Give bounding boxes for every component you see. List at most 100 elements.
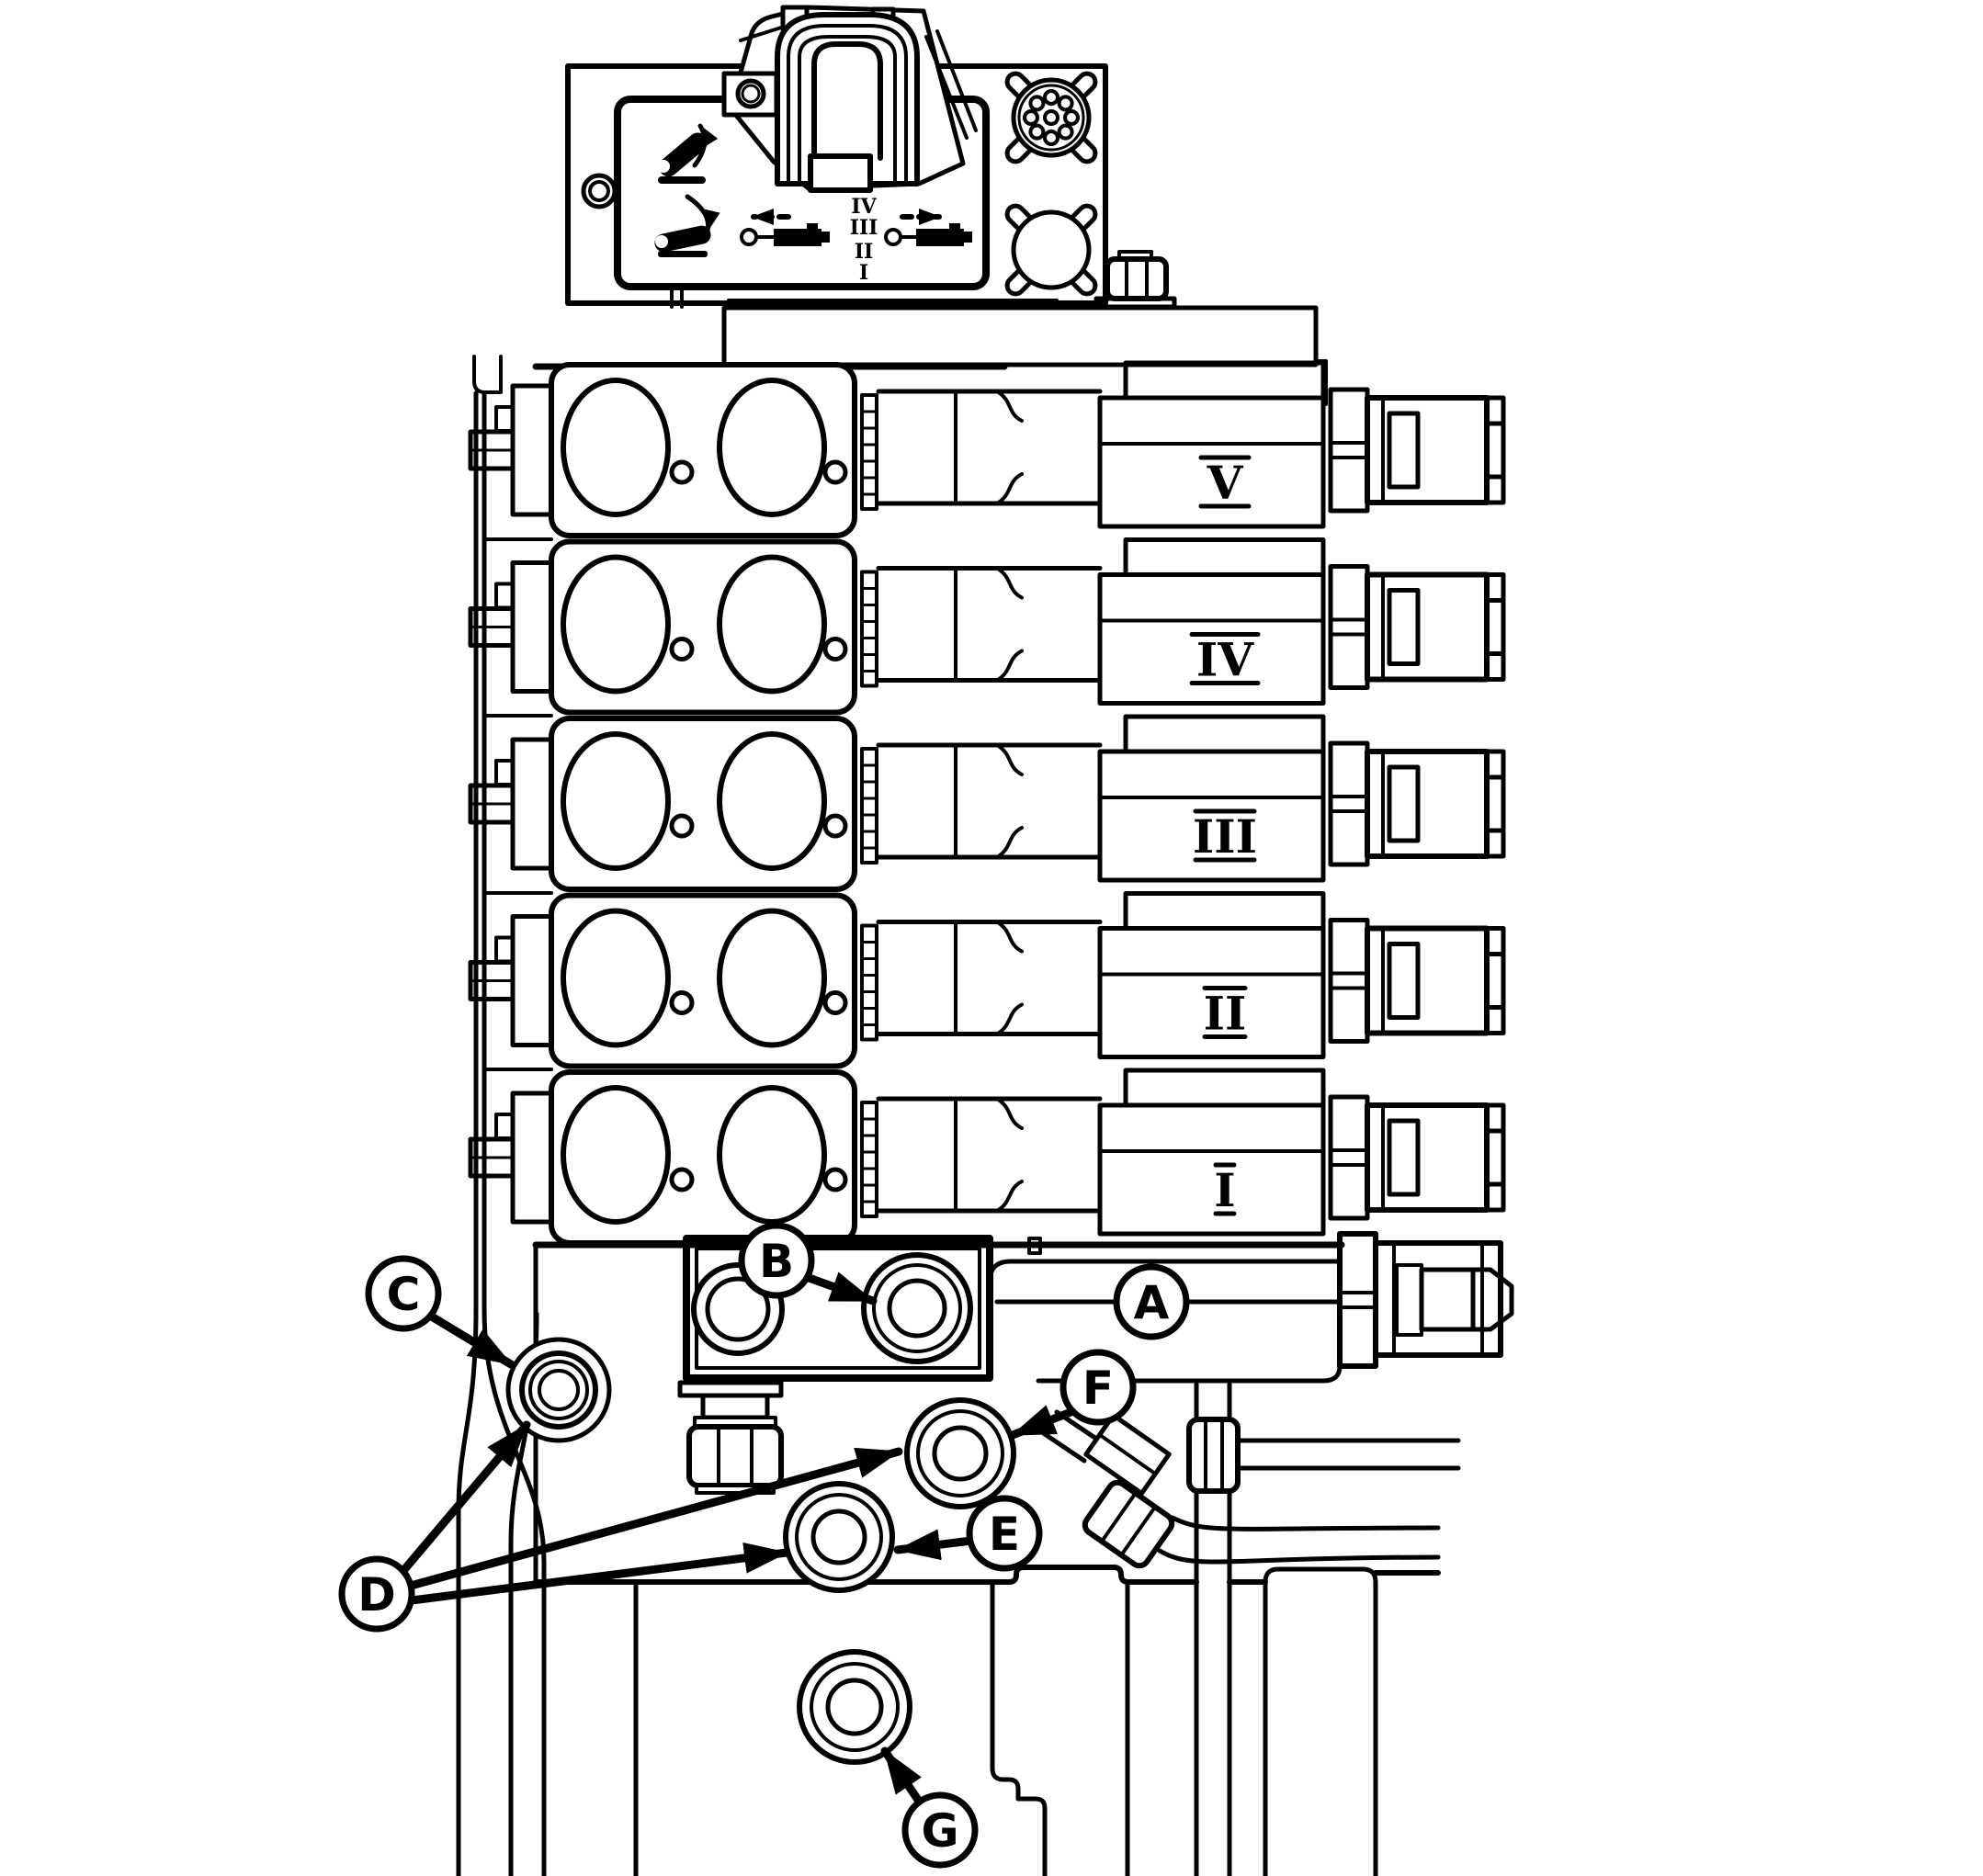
crossed-circle-icon	[1004, 203, 1098, 297]
lever-raise-icon	[657, 123, 719, 184]
port-f	[904, 1397, 1016, 1509]
port-bore-left	[561, 554, 671, 695]
clamp-base-tab	[808, 153, 873, 193]
port-bore-right	[717, 908, 827, 1048]
vertical-union-nut	[1186, 1417, 1241, 1494]
callout-b: B	[738, 1222, 815, 1299]
port-c-boss	[505, 1337, 612, 1443]
callouts: A B C D E F G	[338, 1222, 1190, 1869]
decal-numeral-2: II	[855, 240, 874, 264]
bar-hex-nut	[1093, 250, 1177, 310]
valve-stack: V	[468, 360, 1506, 1246]
callout-c-label: C	[387, 1268, 421, 1321]
spool-cap	[876, 1096, 1103, 1214]
callout-d-arrow-1	[397, 1420, 531, 1577]
section-label-III: III	[1193, 809, 1257, 864]
valve-section-IV: IV	[468, 537, 1506, 716]
valve-body	[549, 362, 857, 538]
valve-body	[549, 538, 857, 716]
solenoid-block: I	[1097, 1068, 1326, 1237]
port-bore-right	[717, 554, 827, 695]
callout-b-arrow	[797, 1271, 878, 1305]
port-plate-b	[683, 1235, 993, 1382]
callout-e: E	[966, 1495, 1043, 1572]
manifold-leg	[1263, 1566, 1378, 1876]
valve-section-V: V	[468, 360, 1506, 538]
port-bore-right	[717, 731, 827, 871]
solenoid-block: II	[1097, 891, 1326, 1059]
port-bore-left	[561, 378, 671, 517]
solenoid-connector	[1328, 1094, 1506, 1221]
section-label-IV: IV	[1196, 633, 1254, 687]
solenoid-connector	[1328, 918, 1506, 1044]
callout-d-label: D	[357, 1568, 396, 1622]
callout-c: C	[365, 1255, 442, 1332]
decal-numeral-3: III	[850, 216, 878, 240]
solenoid-block: V	[1097, 360, 1326, 529]
right-pipe-upper	[1235, 1438, 1461, 1471]
plate-port-b	[861, 1252, 973, 1364]
cylinder-retract-icon	[740, 209, 830, 246]
top-mounting-plate: IV III II I	[565, 5, 1108, 309]
port-bore-right	[717, 378, 827, 517]
valve-body	[549, 716, 857, 892]
valve-body	[549, 892, 857, 1069]
bottom-ports	[783, 1397, 1016, 1765]
solenoid-connector	[1328, 564, 1506, 690]
solenoid-connector	[1328, 387, 1506, 514]
callout-d-arrow-2	[406, 1447, 903, 1590]
callout-f: F	[1059, 1349, 1137, 1426]
spool-seal-strip	[860, 393, 878, 511]
valve-section-I: I	[468, 1068, 1506, 1246]
spool-cap	[876, 920, 1103, 1036]
relief-valve-nut	[677, 1380, 784, 1495]
bottom-fittings	[1034, 1382, 1461, 1876]
hose-curve	[1157, 1515, 1441, 1565]
manifold-step-leg	[990, 1579, 1048, 1876]
callout-e-label: E	[989, 1508, 1020, 1561]
port-bore-left	[561, 1085, 671, 1225]
decal-numeral-4: IV	[851, 195, 877, 219]
port-bore-left	[561, 731, 671, 871]
callout-b-label: B	[759, 1235, 794, 1288]
diagonal-elbow-fitting	[1034, 1409, 1441, 1569]
round-connector-icon	[1004, 71, 1098, 164]
cylinder-extend-icon	[884, 209, 972, 246]
valve-section-II: II	[468, 891, 1506, 1069]
lever-lower-icon	[654, 194, 720, 257]
spool-seal-strip	[860, 570, 878, 688]
manifold-end-fitting	[1337, 1231, 1514, 1369]
callout-f-arrow	[1008, 1405, 1078, 1440]
callout-d-arrow-3	[407, 1542, 791, 1605]
spool-seal-strip	[860, 747, 878, 865]
callout-f-label: F	[1082, 1362, 1114, 1415]
solenoid-block: IV	[1097, 537, 1326, 706]
port-e	[783, 1481, 895, 1593]
callout-a-label: A	[1134, 1276, 1170, 1329]
section-label-I: I	[1214, 1163, 1235, 1217]
spool-cap	[876, 742, 1103, 860]
callout-g-label: G	[921, 1804, 958, 1858]
port-bore-right	[717, 1085, 827, 1225]
inlet-manifold	[505, 1231, 1514, 1876]
section-label-V: V	[1207, 456, 1244, 510]
callout-a: A	[1113, 1263, 1190, 1340]
callout-d: D	[338, 1555, 415, 1633]
callout-e-arrow	[893, 1529, 976, 1561]
spool-cap	[876, 389, 1103, 506]
spool-cap	[876, 566, 1103, 683]
section-label-II: II	[1204, 987, 1247, 1041]
spool-seal-strip	[860, 1101, 878, 1218]
solenoid-block: III	[1097, 714, 1326, 883]
spool-seal-strip	[860, 923, 878, 1042]
valve-section-III: III	[468, 714, 1506, 892]
solenoid-connector	[1328, 740, 1506, 867]
decal-section-numerals: IV III II I	[850, 195, 878, 285]
callout-c-arrow	[425, 1311, 516, 1369]
port-bore-left	[561, 908, 671, 1048]
decal-numeral-1: I	[859, 261, 868, 285]
port-g	[797, 1649, 912, 1765]
hose-clamp-bracket	[721, 5, 978, 193]
